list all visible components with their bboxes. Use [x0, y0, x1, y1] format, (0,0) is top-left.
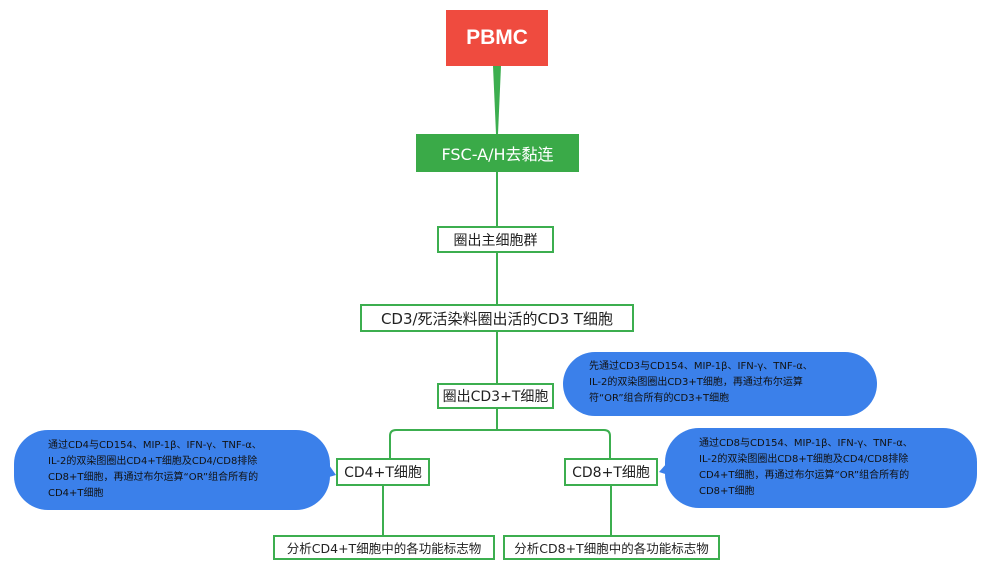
step-node-fsc-doublet[interactable]: FSC-A/H去黏连: [416, 134, 579, 172]
note-cd4-line: 通过CD4与CD154、MIP-1β、IFN-γ、TNF-α、: [48, 440, 262, 451]
note-cd4-line: CD4+T细胞: [48, 488, 104, 499]
note-cd8-line: CD4+T细胞，再通过布尔运算“OR”组合所有的: [699, 470, 910, 481]
node-cd4-analysis[interactable]: 分析CD4+T细胞中的各功能标志物: [273, 535, 495, 560]
step-node-cd3-t-cells[interactable]: 圈出CD3+T细胞: [437, 383, 554, 409]
note-cd3-line: IL-2的双染图圈出CD3+T细胞，再通过布尔运算: [589, 377, 803, 388]
note-cd4-line: CD8+T细胞，再通过布尔运算“OR”组合所有的: [48, 472, 259, 483]
step-node-main-population[interactable]: 圈出主细胞群: [437, 226, 554, 253]
node-cd4-t-cells[interactable]: CD4+T细胞: [336, 458, 430, 486]
note-cd8-line: CD8+T细胞: [699, 486, 755, 497]
node-cd8-t-cells[interactable]: CD8+T细胞: [564, 458, 658, 486]
node-cd8-analysis[interactable]: 分析CD8+T细胞中的各功能标志物: [503, 535, 720, 560]
note-cd4[interactable]: 通过CD4与CD154、MIP-1β、IFN-γ、TNF-α、 IL-2的双染图…: [14, 430, 330, 510]
note-cd8-line: IL-2的双染图圈出CD8+T细胞及CD4/CD8排除: [699, 454, 909, 465]
note-cd3[interactable]: 先通过CD3与CD154、MIP-1β、IFN-γ、TNF-α、 IL-2的双染…: [563, 352, 877, 416]
note-cd3-line: 先通过CD3与CD154、MIP-1β、IFN-γ、TNF-α、: [589, 361, 813, 372]
note-cd8[interactable]: 通过CD8与CD154、MIP-1β、IFN-γ、TNF-α、 IL-2的双染图…: [665, 428, 977, 508]
note-cd4-line: IL-2的双染图圈出CD4+T细胞及CD4/CD8排除: [48, 456, 258, 467]
note-cd8-line: 通过CD8与CD154、MIP-1β、IFN-γ、TNF-α、: [699, 438, 913, 449]
connector-cd3-branches: [389, 409, 611, 458]
note-cd3-line: 符“OR”组合所有的CD3+T细胞: [589, 393, 730, 404]
root-node-pbmc[interactable]: PBMC: [446, 10, 548, 66]
step-node-live-cd3[interactable]: CD3/死活染料圈出活的CD3 T细胞: [360, 304, 634, 332]
connector-root-fsc: [493, 66, 501, 134]
